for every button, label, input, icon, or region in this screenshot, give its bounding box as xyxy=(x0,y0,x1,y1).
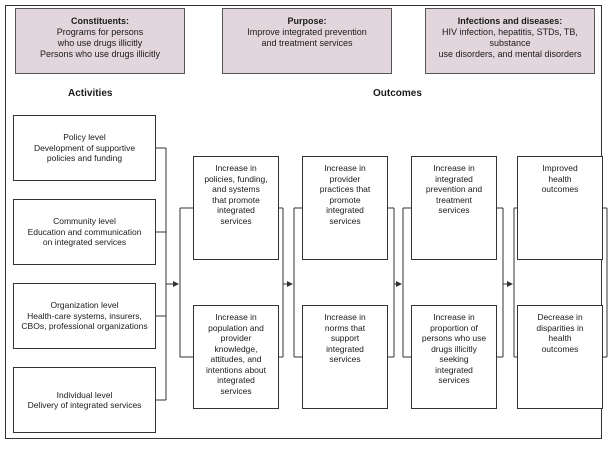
outcome-line: norms that xyxy=(324,322,366,333)
outcome-line: Increase in xyxy=(215,312,257,322)
activity-organization-level: Organization level Health-care systems, … xyxy=(13,283,156,349)
outcome-line: support xyxy=(330,333,360,343)
outcome-line: outcomes xyxy=(541,184,579,194)
outcome-line: services xyxy=(329,215,361,226)
activity-individual-level: Individual level Delivery of integrated … xyxy=(13,367,156,433)
outcome-decrease-disparities: Decrease in disparities in health outcom… xyxy=(517,305,603,409)
outcome-line: intentions about xyxy=(205,364,267,375)
constituents-line: Persons who use drugs illicitly xyxy=(39,49,161,59)
outcome-line: integrated xyxy=(435,173,473,184)
activities-heading: Activities xyxy=(68,88,113,99)
outcome-line: outcomes xyxy=(541,343,579,354)
outcome-line: health xyxy=(548,333,572,343)
activity-line: Development of supportive xyxy=(33,142,136,153)
outcomes-heading: Outcomes xyxy=(373,88,422,99)
infections-line: HIV infection, hepatitis, STDs, TB, subs… xyxy=(442,27,578,48)
purpose-line: Improve integrated prevention xyxy=(247,27,367,37)
activity-line: Individual level xyxy=(56,389,113,400)
purpose-line: and treatment services xyxy=(261,38,353,48)
outcome-norms: Increase in norms that support integrate… xyxy=(302,305,388,409)
outcome-knowledge-attitudes: Increase in population and provider know… xyxy=(193,305,279,409)
infections-line: use disorders, and mental disorders xyxy=(438,49,582,59)
constituents-box: Constituents: Programs for persons who u… xyxy=(15,8,185,74)
infections-box: Infections and diseases: HIV infection, … xyxy=(425,8,595,74)
outcome-line: that promote xyxy=(212,194,260,205)
outcome-line: population and xyxy=(208,322,264,333)
activity-line: on integrated services xyxy=(42,237,127,248)
activity-community-level: Community level Education and communicat… xyxy=(13,199,156,265)
outcome-line: services xyxy=(220,385,252,396)
outcome-line: provider xyxy=(220,333,252,343)
constituents-title: Constituents: xyxy=(71,16,129,26)
outcome-line: and systems xyxy=(212,184,260,194)
outcome-line: promote xyxy=(329,194,361,205)
constituents-line: who use drugs illicitly xyxy=(57,38,143,48)
outcome-policies-funding-systems: Increase in policies, funding, and syste… xyxy=(193,156,279,260)
outcome-line: Increase in xyxy=(324,312,366,322)
activity-line: Education and communication xyxy=(27,226,142,237)
outcome-line: integrated xyxy=(326,205,364,215)
activity-line: Organization level xyxy=(50,300,119,311)
outcome-line: integrated xyxy=(217,205,255,215)
purpose-title: Purpose: xyxy=(287,16,327,26)
activity-line: Policy level xyxy=(63,132,106,143)
activity-line: Delivery of integrated services xyxy=(27,400,142,410)
outcome-improved-health: Improved health outcomes xyxy=(517,156,603,260)
outcome-line: provider xyxy=(329,173,361,184)
outcome-line: attitudes, and xyxy=(210,354,262,364)
outcome-line: knowledge, xyxy=(214,343,258,354)
outcome-line: drugs illicitly xyxy=(431,343,477,354)
infections-title: Infections and diseases: xyxy=(457,16,563,26)
activity-line: Community level xyxy=(53,216,116,227)
activity-line: policies and funding xyxy=(46,153,123,164)
outcome-line: integrated xyxy=(435,364,473,375)
outcome-line: integrated xyxy=(217,375,255,385)
outcome-provider-practices: Increase in provider practices that prom… xyxy=(302,156,388,260)
outcome-line: disparities in xyxy=(536,322,584,333)
outcome-line: services xyxy=(438,375,470,385)
constituents-line: Programs for persons xyxy=(56,27,144,37)
outcome-line: seeking xyxy=(439,354,469,364)
outcome-line: health xyxy=(548,173,572,184)
purpose-box: Purpose: Improve integrated prevention a… xyxy=(222,8,392,74)
activity-line: Health-care systems, insurers, xyxy=(27,310,142,321)
outcome-line: Increase in xyxy=(324,163,366,173)
outcome-line: Increase in xyxy=(215,163,257,173)
outcome-line: Decrease in xyxy=(537,312,583,322)
activity-policy-level: Policy level Development of supportive p… xyxy=(13,115,156,181)
outcome-line: services xyxy=(220,215,252,226)
outcome-line: Improved xyxy=(542,163,578,173)
outcome-line: policies, funding, xyxy=(204,173,268,184)
outcome-line: practices that xyxy=(319,184,371,194)
outcome-line: persons who use xyxy=(421,333,487,343)
outcome-line: services xyxy=(438,205,470,215)
activity-line: CBOs, professional organizations xyxy=(21,321,148,332)
outcome-line: proportion of xyxy=(430,322,478,333)
outcome-line: integrated xyxy=(326,343,364,354)
outcome-line: treatment xyxy=(436,194,472,205)
outcome-line: services xyxy=(329,354,361,364)
outcome-line: Increase in xyxy=(433,312,475,322)
outcome-line: prevention and xyxy=(425,184,483,194)
outcome-line: Increase in xyxy=(433,163,475,173)
outcome-persons-seeking-services: Increase in proportion of persons who us… xyxy=(411,305,497,409)
outcome-integrated-services: Increase in integrated prevention and tr… xyxy=(411,156,497,260)
